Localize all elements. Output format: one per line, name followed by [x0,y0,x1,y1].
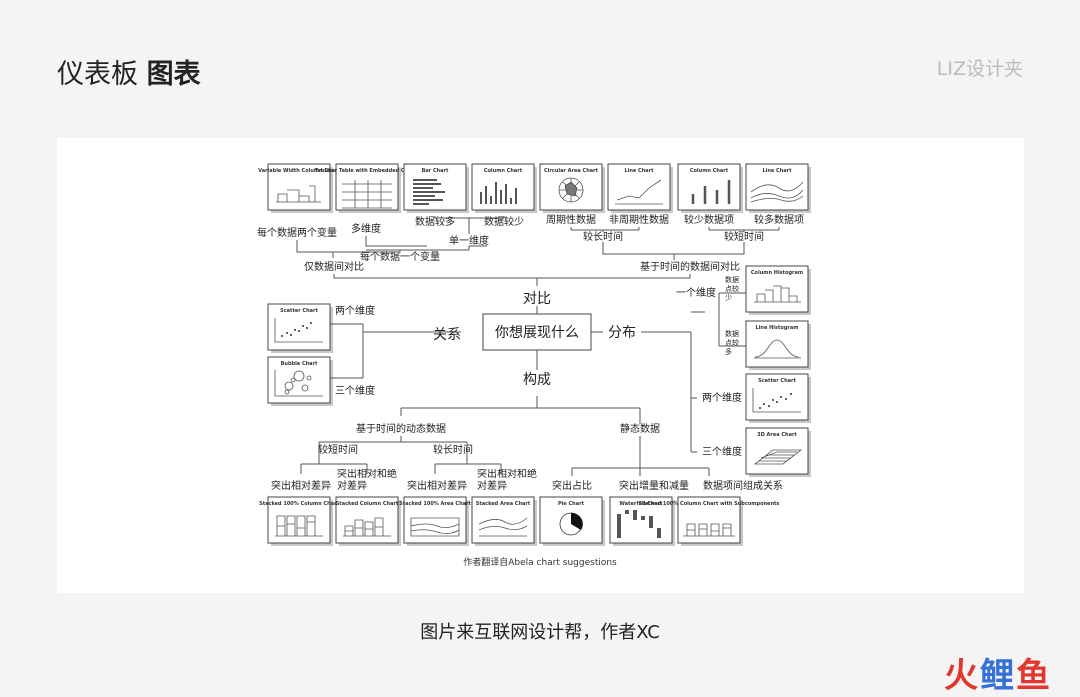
thumb-stacked100-area: Stacked 100% Area Chart [399,496,471,546]
label-comp-long: 较长时间 [433,443,473,456]
thumb-circular-area-title: Circular Area Chart [544,168,599,174]
label-rel-diff-1: 突出相对差异 [271,479,331,492]
label-group-left: 仅数据间对比 [304,260,364,273]
thumb-line-title: Line Chart [624,168,654,174]
thumb-stacked100-col: Stacked 100% Column Chart [259,496,339,546]
label-group-right: 基于时间的数据间对比 [640,260,740,273]
thumb-waterfall: Waterfall Chart [609,496,675,546]
label-rel-abs-diff-2-wrap: 突出相对和绝对差异 [477,469,537,492]
thumb-stacked-col: Stacked Column Chart [335,496,401,546]
thumb-column-histogram: Column Histogram [745,265,811,315]
thumb-bubble: Bubble Chart [267,356,333,406]
thumb-3d-area: 3D Area Chart [745,427,811,477]
thumb-column-2: Column Chart [677,163,743,213]
thumb-circular-area: Circular Area Chart [539,163,605,213]
label-short-time: 较短时间 [724,230,764,243]
label-few-points: 数据点较少 [725,276,739,302]
thumb-line-histogram: Line Histogram [745,320,811,370]
label-rel-abs-diff-2: 突出相对和绝对差异 [477,469,537,492]
thumb-stacked-area: Stacked Area Chart [471,496,537,546]
credit-text: 作者翻译自Abela chart suggestions [463,556,617,568]
label-static: 静态数据 [620,422,660,435]
label-few-points-wrap: 数据点较少 [725,276,739,302]
thumb-stacked100-col-title: Stacked 100% Column Chart [259,501,339,507]
thumb-pie: Pie Chart [539,496,605,546]
thumb-pie-title: Pie Chart [558,501,585,507]
label-comp-short: 较短时间 [318,443,358,456]
thumb-scatter-2: Scatter Chart [745,373,811,423]
label-share: 突出占比 [552,479,592,492]
label-multi-dim: 多维度 [351,222,381,235]
label-dist-three-dim: 三个维度 [702,445,742,458]
label-many-points-wrap: 数据点较多 [725,330,739,356]
label-two-vars: 每个数据两个变量 [257,226,337,239]
label-rel-two-dim: 两个维度 [335,304,375,317]
thumb-variable-width: Variable Width Column Chart [258,163,341,213]
title-bold: 图表 [146,59,201,90]
thumb-bubble-title: Bubble Chart [281,361,318,367]
thumb-line-histogram-title: Line Histogram [756,325,799,331]
label-rel-diff-2: 突出相对差异 [407,479,467,492]
branch-distribution: 分布 [608,325,636,341]
thumb-line-2: Line Chart [745,163,811,213]
thumb-table: Table or Table with Embedded Charts [315,163,420,213]
thumb-stacked-area-title: Stacked Area Chart [476,501,531,507]
thumb-stacked100-sub-title: Stacked 100% Column Chart with Subcompon… [639,501,780,507]
thumb-scatter: Scatter Chart [267,303,333,353]
label-sub: 数据项间组成关系 [703,479,783,492]
thumb-bar-title: Bar Chart [422,168,449,174]
thumb-stacked100-sub: Stacked 100% Column Chart with Subcompon… [639,496,780,546]
label-rel-abs-diff-1-wrap: 突出相对和绝对差异 [337,469,397,492]
branch-relation: 关系 [433,327,461,343]
label-dist-two-dim: 两个维度 [702,391,742,404]
label-long-time: 较长时间 [583,230,623,243]
thumb-stacked100-area-title: Stacked 100% Area Chart [399,501,471,507]
page-title: 仪表板 图表 [57,52,201,91]
thumb-scatter-2-title: Scatter Chart [758,378,796,384]
title-prefix: 仪表板 [57,59,147,90]
thumb-3d-area-title: 3D Area Chart [757,432,797,438]
label-dist-one-dim: 一个维度 [676,286,716,299]
label-rel-abs-diff-1: 突出相对和绝对差异 [337,469,397,492]
thumb-bar: Bar Chart [403,163,469,213]
thumb-table-title: Table or Table with Embedded Charts [315,168,420,174]
thumb-waterfall-title: Waterfall Chart [619,501,663,507]
branch-composition: 构成 [523,372,551,388]
center-question: 你想展现什么 [495,325,579,341]
chart-selection-diagram: Variable Width Column Chart Table or Tab… [257,163,811,568]
label-cyclic: 周期性数据 [546,213,596,226]
logo-char-3: 鱼 [1016,656,1052,696]
label-single-dim: 单一维度 [449,234,489,247]
branch-compare: 对比 [523,291,551,307]
thumb-column-title: Column Chart [484,168,523,174]
label-one-var: 每个数据一个变量 [360,250,440,263]
diagram-card: Variable Width Column Chart Table or Tab… [57,138,1024,593]
logo-char-1: 火 [944,656,980,696]
brand-label: LIZ设计夹 [936,58,1023,80]
logo-char-2: 鲤 [980,656,1016,696]
label-many-items: 较多数据项 [754,213,804,226]
thumb-stacked-col-title: Stacked Column Chart [336,501,399,507]
label-many-points: 数据点较多 [725,330,739,356]
brand-logo: 火鲤鱼 [944,648,1052,697]
thumb-column: Column Chart [471,163,537,213]
label-non-cyclic: 非周期性数据 [609,213,669,226]
label-dynamic: 基于时间的动态数据 [356,422,446,435]
thumb-line: Line Chart [607,163,673,213]
thumb-column-2-title: Column Chart [690,168,729,174]
thumb-variable-width-title: Variable Width Column Chart [258,168,340,174]
image-caption: 图片来互联网设计帮，作者XC [420,622,660,643]
thumb-column-histogram-title: Column Histogram [751,270,803,276]
thumb-line-2-title: Line Chart [762,168,792,174]
thumb-scatter-title: Scatter Chart [280,308,318,314]
label-rel-three-dim: 三个维度 [335,384,375,397]
label-few-items: 较少数据项 [684,213,734,226]
label-accum: 突出增量和减量 [619,479,689,492]
